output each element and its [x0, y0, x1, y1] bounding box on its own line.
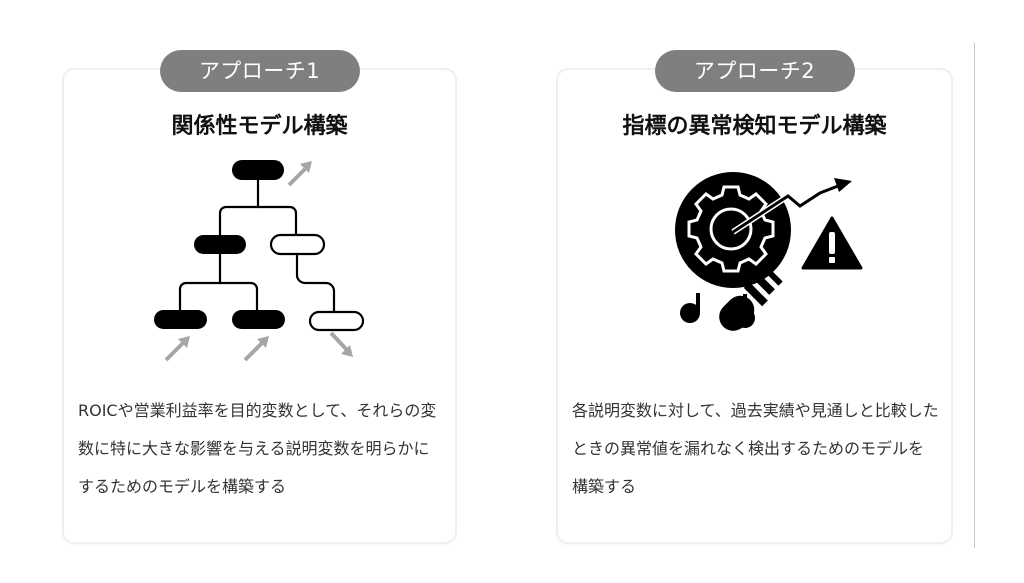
approach-1-description: ROICや営業利益率を目的変数として、それらの変数に特に大きな影響を与える説明変…: [78, 401, 437, 496]
anomaly-detection-icon: [558, 170, 951, 374]
approach-1-title: 関係性モデル構築: [171, 114, 348, 139]
approach-2-badge: アプローチ2: [654, 50, 855, 92]
vertical-divider: [974, 43, 975, 548]
approach-2-title: 指標の異常検知モデル構築: [622, 114, 887, 139]
hierarchy-tree-icon: [64, 154, 455, 368]
approach-2-card: アプローチ2 指標の異常検知モデル構築: [558, 50, 951, 542]
approach-1-badge: アプローチ1: [159, 50, 360, 92]
approach-1-card: アプローチ1 関係性モデル構築: [64, 50, 455, 542]
approach-2-description: 各説明変数に対して、過去実績や見通しと比較したときの異常値を漏れなく検出するため…: [572, 401, 939, 496]
